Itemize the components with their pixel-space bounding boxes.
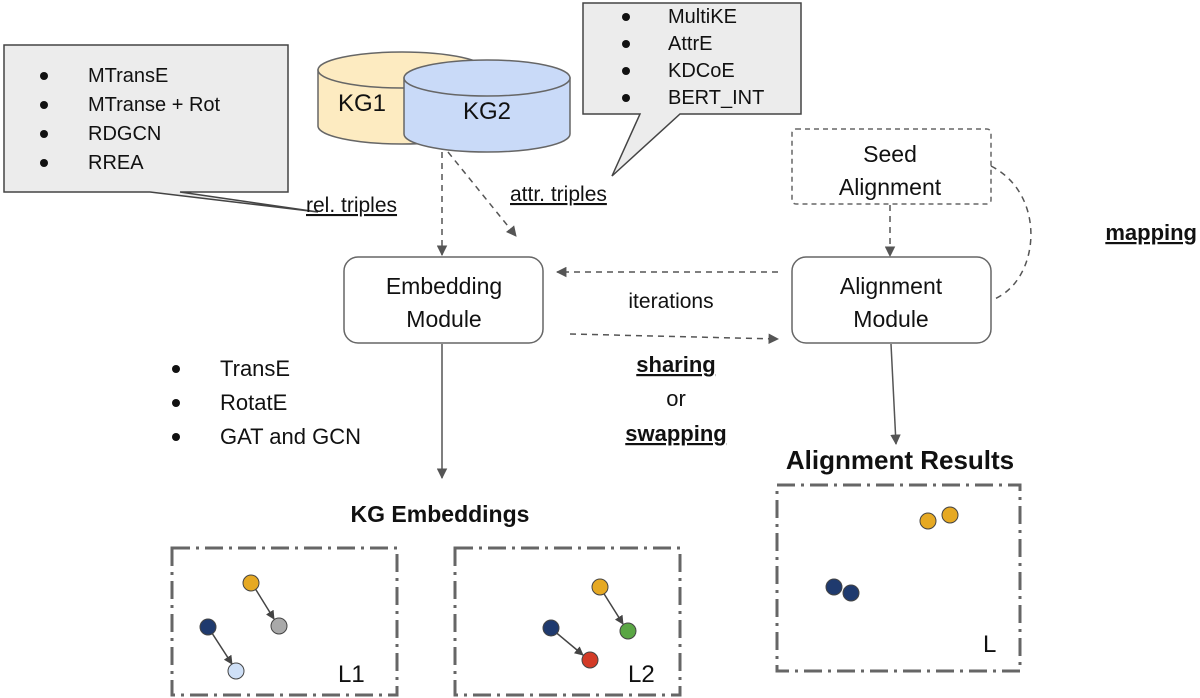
kg-embeddings-title: KG Embeddings <box>351 501 530 527</box>
kg2-cylinder: KG2 <box>403 59 571 153</box>
alignment-results-panel: L <box>775 483 1022 673</box>
attr-triples-label: attr. triples <box>510 183 607 206</box>
relation-method-item: MTranse + Rot <box>88 94 221 116</box>
entity-node-navy <box>199 618 217 636</box>
attribute-method-item: BERT_INT <box>668 87 764 109</box>
mapping-loop-arrow <box>990 165 1032 301</box>
attribute-methods-callout: MultiKE AttrE KDCoE BERT_INT <box>582 2 802 177</box>
relation-method-item: RREA <box>88 152 144 174</box>
alignment-module-label: Module <box>853 306 928 332</box>
attribute-method-item: MultiKE <box>668 6 737 28</box>
entity-node-green <box>619 622 637 640</box>
aligned-node-gold <box>919 512 937 530</box>
embedding-models-list: TransE RotatE GAT and GCN <box>172 356 361 449</box>
embedding-model-item: GAT and GCN <box>220 424 361 449</box>
rel-triples-label: rel. triples <box>306 194 397 217</box>
mapping-label: mapping <box>1105 220 1197 245</box>
entity-node-gold <box>591 578 609 596</box>
or-label: or <box>666 386 686 411</box>
entity-node-gold <box>242 574 260 592</box>
embedding-shift-arrow <box>600 588 624 625</box>
aligned-node-navy <box>825 578 843 596</box>
embedding-model-item: TransE <box>220 356 290 381</box>
embedding-module-label: Embedding <box>386 273 502 299</box>
seed-alignment-label: Seed <box>863 141 917 167</box>
attribute-method-item: KDCoE <box>668 60 735 82</box>
attribute-method-item: AttrE <box>668 33 712 55</box>
seed-alignment-label: Alignment <box>839 174 942 200</box>
alignment-to-results-arrow <box>890 343 901 446</box>
embedding-shift-arrow <box>209 629 233 665</box>
entity-node-gray <box>270 617 288 635</box>
embedding-panel-l2: L2 <box>453 546 682 697</box>
kg1-label: KG1 <box>338 90 386 117</box>
panel-l2-label: L2 <box>628 661 655 688</box>
kg2-label: KG2 <box>463 98 511 125</box>
aligned-node-navy <box>842 584 860 602</box>
attribute-methods-list: MultiKE AttrE KDCoE BERT_INT <box>622 6 764 109</box>
embedding-shift-arrow <box>252 584 275 620</box>
embedding-module-box: Embedding Module <box>343 256 544 344</box>
sharing-label: sharing <box>636 352 715 377</box>
relation-method-item: RDGCN <box>88 123 161 145</box>
entity-node-light-blue <box>227 662 245 680</box>
embedding-module-label: Module <box>406 306 481 332</box>
embedding-panel-l1: L1 <box>170 546 399 697</box>
relation-method-item: MTransE <box>88 65 168 87</box>
swapping-label: swapping <box>625 421 726 446</box>
kg-to-embedding-arrow <box>447 151 517 237</box>
entity-node-navy <box>542 619 560 637</box>
alignment-module-label: Alignment <box>840 273 943 299</box>
embedding-model-item: RotatE <box>220 390 287 415</box>
panel-l-label: L <box>983 631 996 658</box>
entity-node-red <box>581 651 599 669</box>
embedding-shift-arrow <box>552 629 584 656</box>
relation-methods-list: MTransE MTranse + Rot RDGCN RREA <box>40 65 221 174</box>
alignment-module-box: Alignment Module <box>791 256 992 344</box>
embedding-to-alignment-arrow <box>569 333 780 345</box>
panel-l1-label: L1 <box>338 661 365 688</box>
iterations-label: iterations <box>628 290 713 313</box>
alignment-results-title: Alignment Results <box>786 445 1014 475</box>
relation-methods-callout: MTransE MTranse + Rot RDGCN RREA <box>3 44 319 213</box>
seed-alignment-box: Seed Alignment <box>791 128 992 205</box>
aligned-node-gold <box>941 506 959 524</box>
